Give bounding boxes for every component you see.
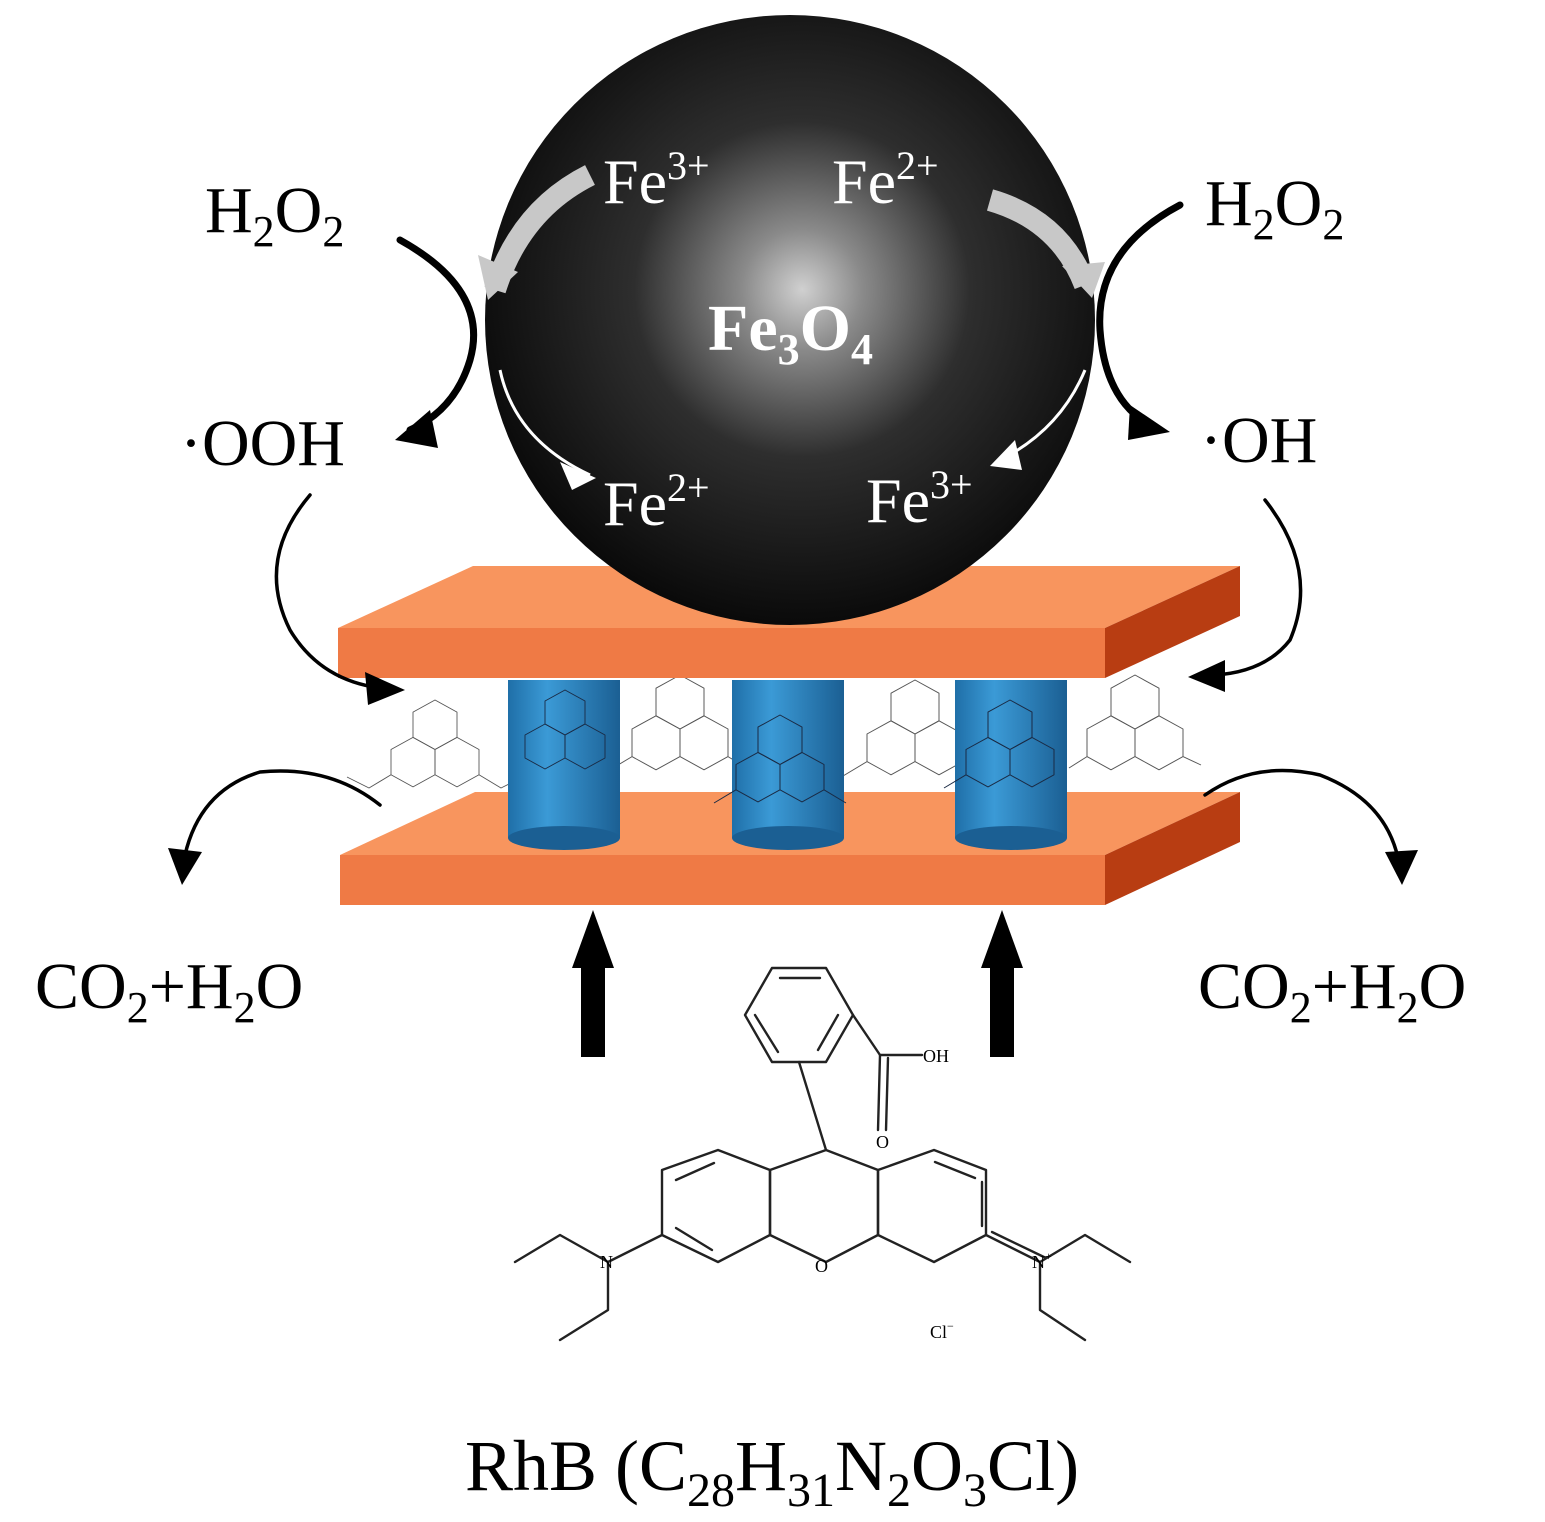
h2o2-right-label: H2O2 xyxy=(1205,167,1344,249)
top-plate-front xyxy=(338,628,1105,678)
adsorption-arrow-left xyxy=(572,910,614,1057)
left-h2o2-arrow xyxy=(395,236,478,448)
pillar-1 xyxy=(508,680,620,850)
carbonyl-o-label: O xyxy=(876,1132,889,1152)
h2o2-left-label: H2O2 xyxy=(205,174,344,256)
right-h2o2-arrow xyxy=(1096,201,1184,440)
oh-radical-label: ·OH xyxy=(1200,404,1317,477)
ion-top-right: Fe2+ xyxy=(832,143,939,217)
chloride-label: Cl− xyxy=(930,1319,954,1342)
n-right-label: N+ xyxy=(1032,1249,1052,1272)
bottom-plate-side xyxy=(1105,792,1240,905)
fe3o4-particle: Fe3O4 Fe3+ Fe2+ Fe2+ Fe3+ xyxy=(478,15,1105,625)
pillar-2 xyxy=(713,680,847,850)
rhb-formula-caption: RhB (C28H31N2O3Cl) xyxy=(465,1426,1079,1517)
oh-to-layer-arrow xyxy=(1188,498,1303,692)
oh-group-label: OH xyxy=(923,1046,949,1066)
right-product-arrow xyxy=(1203,768,1418,885)
ion-bottom-right: Fe3+ xyxy=(866,462,973,536)
co2-h2o-left-label: CO2+H2O xyxy=(35,950,303,1032)
n-left-label: N xyxy=(600,1252,613,1272)
pillar-3 xyxy=(943,680,1067,850)
particle-label: Fe3O4 xyxy=(708,292,873,374)
co2-h2o-right-label: CO2+H2O xyxy=(1198,950,1466,1032)
top-plate-side xyxy=(1105,566,1240,678)
ooh-to-layer-arrow xyxy=(274,493,405,705)
ring-o-label: O xyxy=(815,1256,828,1276)
ooh-radical-label: ·OOH xyxy=(180,407,345,480)
rhb-structure xyxy=(513,966,1132,1342)
ion-top-left: Fe3+ xyxy=(603,143,710,217)
ion-bottom-left: Fe2+ xyxy=(603,465,710,539)
bottom-plate-front xyxy=(340,855,1105,905)
adsorption-arrow-right xyxy=(981,910,1023,1057)
left-product-arrow xyxy=(168,769,382,885)
